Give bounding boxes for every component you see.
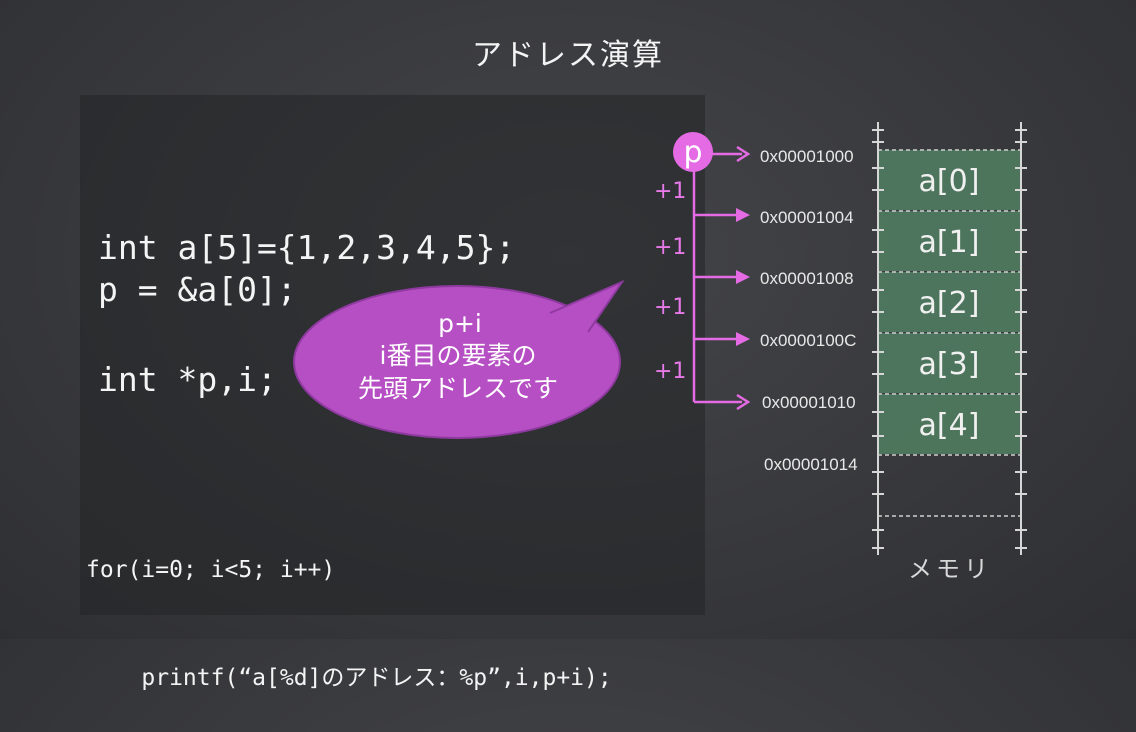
- pointer-label: p: [683, 135, 702, 170]
- code-declarations: int a[5]={1,2,3,4,5}; int *p,i;: [98, 138, 515, 446]
- address-label-0: 0x00001000: [760, 147, 854, 166]
- address-label-1: 0x00001004: [760, 208, 854, 227]
- pointer-circle: [673, 132, 713, 172]
- pointer-arrows: [692, 145, 751, 411]
- memory-cells: [878, 150, 1020, 454]
- address-label-5: 0x00001014: [764, 455, 858, 474]
- bubble-line-1: p+i: [438, 309, 482, 338]
- increment-label-4: +1: [654, 359, 686, 384]
- cell-label-3: a[3]: [919, 347, 980, 382]
- memory-cell-3: [878, 333, 1020, 393]
- increment-label-3: +1: [654, 295, 686, 320]
- code-line-pointer-decl: int *p,i;: [98, 360, 277, 399]
- address-label-3: 0x0000100C: [760, 331, 856, 350]
- memory-cell-2: [878, 272, 1020, 332]
- memory-boundaries: [878, 149, 1021, 517]
- memory-cell-1: [878, 211, 1020, 271]
- address-label-4: 0x00001010: [762, 393, 856, 412]
- code-line-assign: p = &a[0];: [98, 270, 297, 309]
- code-line-printf: printf(“a[%d]のアドレス：%p”,i,p+i);: [86, 665, 612, 691]
- cell-label-1: a[1]: [919, 225, 980, 260]
- memory-rails: [872, 122, 1027, 555]
- speech-bubble: [293, 279, 625, 439]
- bubble-line-3: 先頭アドレスです: [358, 374, 558, 403]
- memory-cell-4: [878, 394, 1020, 454]
- bubble-line-2: i番目の要素の: [380, 341, 537, 370]
- slide-title: アドレス演算: [472, 38, 664, 73]
- cell-label-4: a[4]: [919, 408, 980, 443]
- memory-cell-0: [878, 150, 1020, 210]
- code-line-array-decl: int a[5]={1,2,3,4,5};: [98, 228, 516, 267]
- increment-label-2: +1: [654, 235, 686, 260]
- memory-diagram: a[0] a[1] a[2] a[3] a[4] 0x00001000 0x00…: [293, 122, 1027, 583]
- cell-label-2: a[2]: [919, 286, 980, 321]
- address-label-2: 0x00001008: [760, 269, 854, 288]
- memory-caption: メモリ: [908, 555, 992, 583]
- code-line-for: for(i=0; i<5; i++): [86, 557, 336, 583]
- cell-label-0: a[0]: [919, 164, 980, 199]
- arrow-heads: [736, 208, 750, 346]
- increment-label-1: +1: [654, 179, 686, 204]
